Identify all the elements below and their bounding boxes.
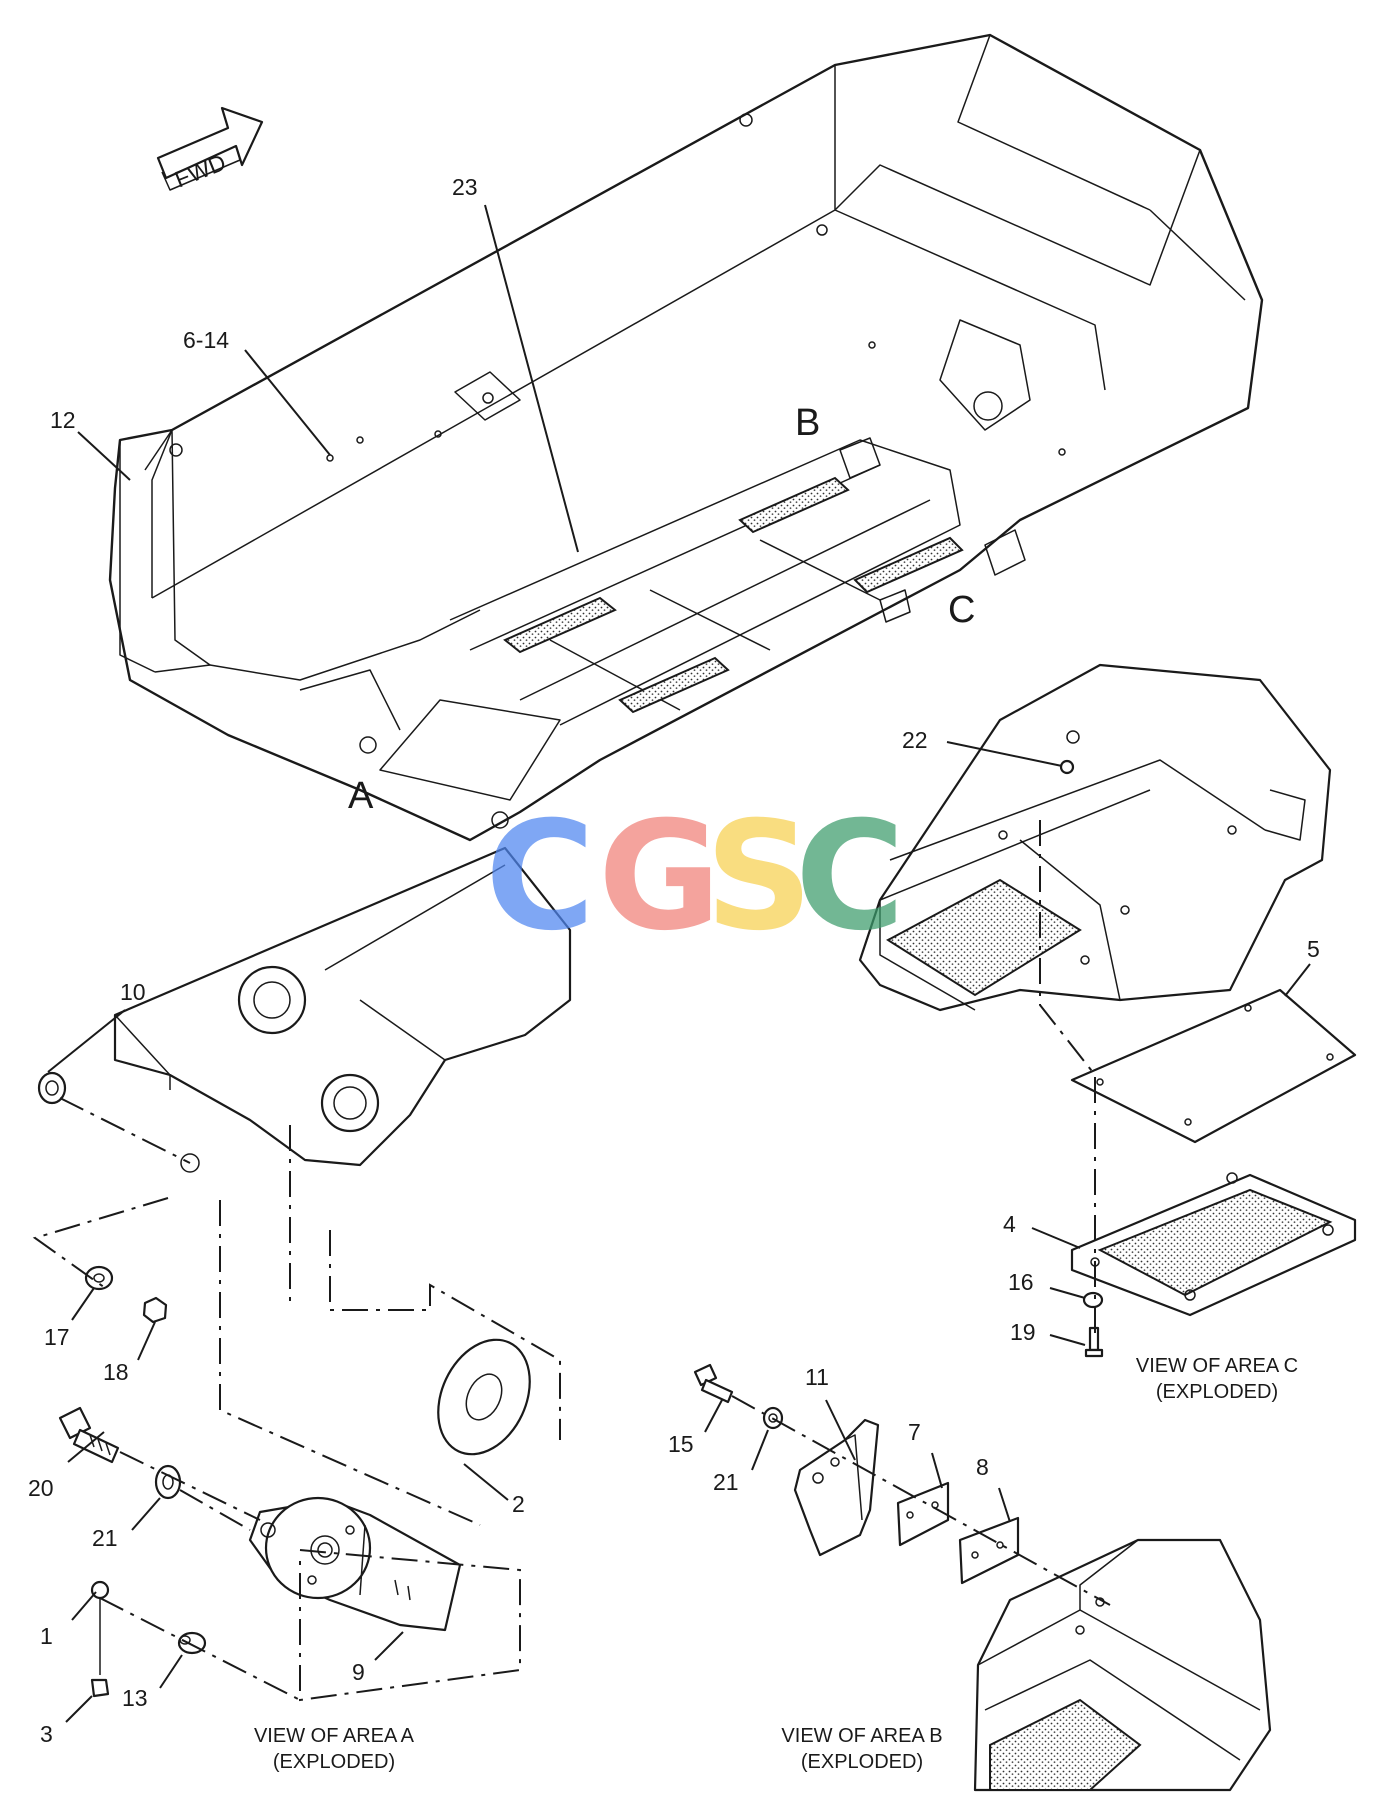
watermark-letter-2: G [598,790,721,964]
nut-18 [142,1296,168,1324]
washer-17 [84,1265,114,1291]
caption-area-a-line2: (EXPLODED) [273,1751,395,1773]
area-b-leaders [704,1399,1011,1523]
callout-10: 10 [120,979,146,1005]
tray-4 [1070,1172,1357,1317]
caption-area-c-line2: (EXPLODED) [1156,1381,1278,1403]
callout-21-b: 21 [713,1469,739,1495]
callout-1: 1 [40,1623,53,1649]
bolt-20 [58,1406,120,1464]
callout-19: 19 [1010,1319,1036,1345]
callout-7: 7 [908,1419,921,1445]
callout-3: 3 [40,1721,53,1747]
forward-arrow-icon: FWD [156,106,264,193]
callout-15: 15 [668,1431,694,1457]
watermark-letter-4: C [795,790,905,964]
area-a-explode-lines [32,1097,561,1702]
machine-body [108,33,1264,842]
callout-5: 5 [1307,936,1320,962]
caption-area-c-line1: VIEW OF AREA C [1136,1355,1298,1377]
plate-8 [958,1516,1020,1585]
callout-18: 18 [103,1359,129,1385]
area-a-leaders [47,1009,509,1723]
washer-16 [1082,1291,1104,1309]
area-b-housing [973,1538,1272,1792]
callout-6-14: 6-14 [183,327,229,353]
callout-21-a: 21 [92,1525,118,1551]
washer-10 [37,1071,67,1105]
callout-4: 4 [1003,1211,1016,1237]
bolt-15 [693,1363,734,1404]
caption-area-b-line2: (EXPLODED) [801,1751,923,1773]
captions: VIEW OF AREA A (EXPLODED) VIEW OF AREA B… [254,1355,1298,1773]
caption-area-b-line1: VIEW OF AREA B [781,1725,942,1747]
callout-labels: 23 6-14 12 22 10 5 4 16 19 17 18 20 21 2… [28,174,1320,1747]
area-c-leaders [946,741,1311,1346]
fitting-1 [90,1580,110,1675]
area-marker-b: B [795,402,820,444]
watermark-letter-3: S [705,790,813,964]
watermark-logo: C G S C [485,790,905,964]
area-marker-a: A [348,775,374,817]
callout-20: 20 [28,1475,54,1501]
callout-8: 8 [976,1454,989,1480]
caption-area-a-line1: VIEW OF AREA A [254,1725,415,1747]
area-markers: A B C [348,402,975,817]
fitting-3 [90,1678,110,1698]
spacer-2 [437,1338,531,1456]
area-c-housing [858,663,1332,1012]
bracket-11 [793,1418,880,1557]
callout-11: 11 [805,1364,829,1390]
callout-23: 23 [452,174,478,200]
area-c-explode-lines [1039,820,1096,1335]
area-b-explode-lines [731,1395,1111,1606]
washer-21-a [154,1464,182,1500]
callout-16: 16 [1008,1269,1034,1295]
callout-22: 22 [902,727,928,753]
callout-17: 17 [44,1324,70,1350]
cylinder-9 [248,1496,462,1632]
plate-7 [896,1481,950,1547]
callout-9: 9 [352,1659,365,1685]
callout-12: 12 [50,407,76,433]
main-leaders [77,204,579,553]
plate-5 [1070,988,1357,1144]
watermark-letter-1: C [485,790,595,964]
area-marker-c: C [948,589,975,631]
callout-13: 13 [122,1685,148,1711]
callout-2: 2 [512,1491,525,1517]
area-a-bracket [113,846,572,1173]
